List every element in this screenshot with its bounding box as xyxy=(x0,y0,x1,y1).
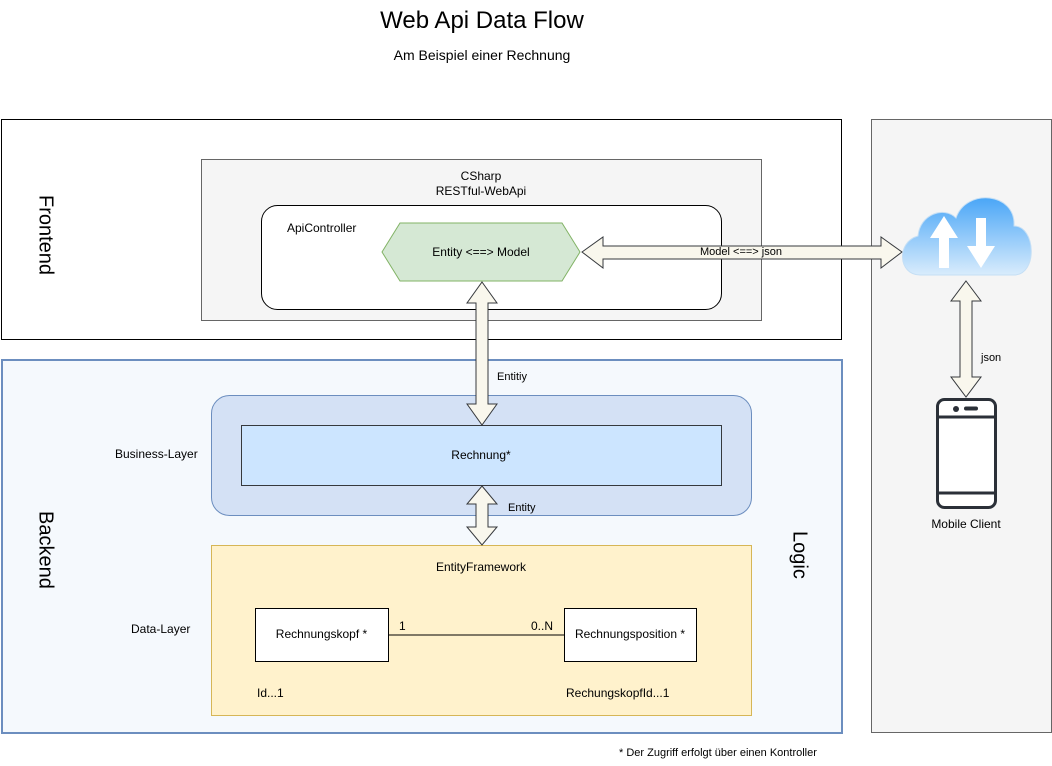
webapi-line1: CSharp xyxy=(460,169,502,183)
entitiy-connector-label: Entitiy xyxy=(497,371,527,383)
webapi-line2: RESTful-WebApi xyxy=(435,184,527,198)
multiplicity-many: 0..N xyxy=(531,619,554,633)
business-entity-box xyxy=(241,425,722,486)
logic-label: Logic xyxy=(788,531,811,579)
cloud-icon xyxy=(902,197,1032,276)
frontend-label: Frontend xyxy=(34,194,57,276)
arrow-cloud-mobile xyxy=(950,280,982,398)
business-layer-label: Business-Layer xyxy=(115,447,198,461)
multiplicity-one: 1 xyxy=(399,619,406,633)
json-connector-label: json xyxy=(981,352,1002,364)
backend-label: Backend xyxy=(34,511,57,589)
diagram-subtitle: Am Beispiel einer Rechnung xyxy=(393,47,571,63)
business-entity-label: Rechnung* xyxy=(451,448,511,462)
entity-position-label: Rechnungsposition * xyxy=(574,627,686,641)
mobile-client-label: Mobile Client xyxy=(931,517,1001,531)
entity-connector-label: Entity xyxy=(508,502,536,514)
api-controller-label: ApiController xyxy=(287,221,357,235)
arrow-model-cloud xyxy=(581,236,903,270)
data-layer-label: Data-Layer xyxy=(131,622,191,636)
footnote: * Der Zugriff erfolgt über einen Kontrol… xyxy=(619,747,817,759)
mapping-hexagon xyxy=(381,222,581,282)
key-head-label: Id...1 xyxy=(257,686,284,700)
mapping-label: Entity <==> Model xyxy=(432,245,530,259)
mobile-phone-icon xyxy=(936,398,997,509)
entity-position-box xyxy=(564,608,697,662)
entity-head-label: Rechnungskopf * xyxy=(275,627,368,641)
arrow-controller-business xyxy=(466,281,498,426)
key-position-label: RechungskopfId...1 xyxy=(566,686,670,700)
diagram-title: Web Api Data Flow xyxy=(380,7,584,34)
model-json-label: Model <==> json xyxy=(700,246,782,258)
entityframework-label: EntityFramework xyxy=(435,560,527,574)
arrow-business-data xyxy=(465,485,499,546)
entity-head-box xyxy=(255,608,389,662)
